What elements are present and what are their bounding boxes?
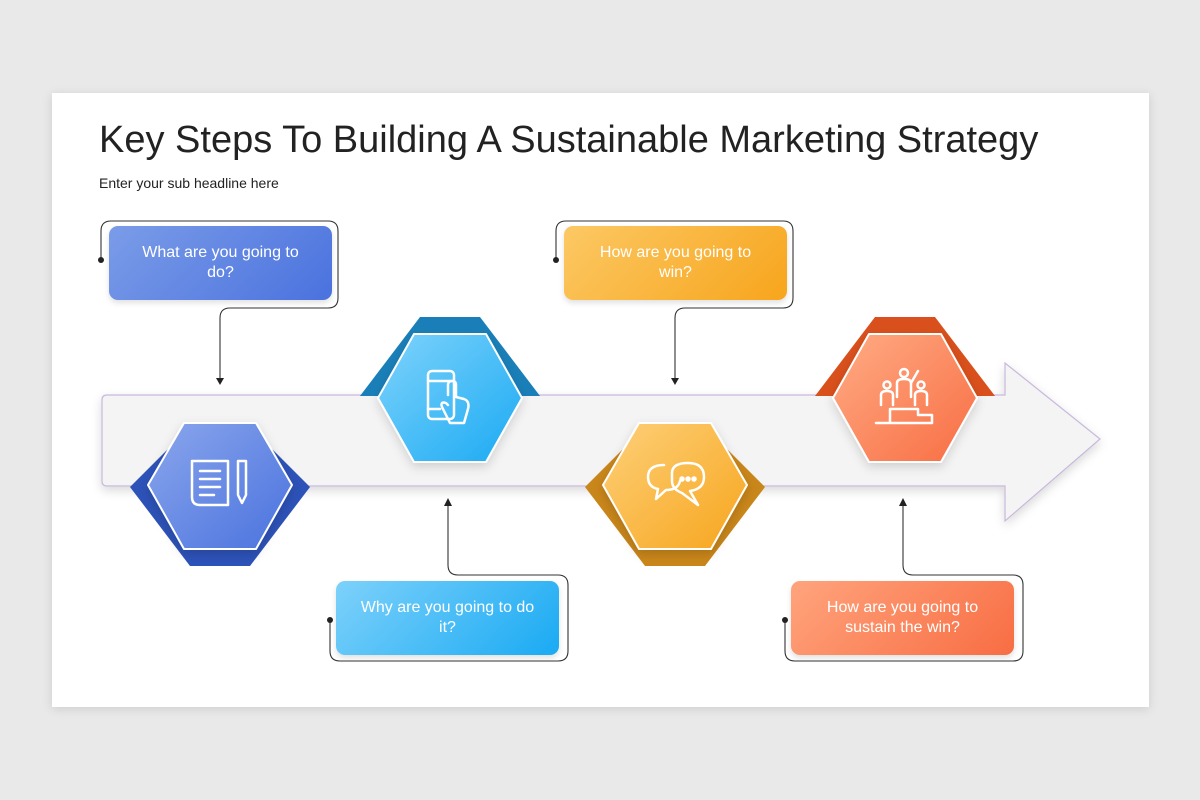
- document-pencil-icon: [190, 459, 248, 507]
- chat-bubbles-icon: [646, 461, 706, 507]
- step-1-hexagon: [130, 422, 310, 566]
- step-3-callout: How are you going to win?: [564, 226, 787, 300]
- slide: Key Steps To Building A Sustainable Mark…: [52, 93, 1149, 707]
- page-title: Key Steps To Building A Sustainable Mark…: [99, 119, 1039, 161]
- process-diagram: [98, 220, 1101, 662]
- page-subtitle: Enter your sub headline here: [99, 175, 279, 191]
- step-4-hexagon: [815, 317, 995, 463]
- step-2-callout: Why are you going to do it?: [336, 581, 559, 655]
- connector-lines: [100, 220, 1024, 662]
- podium-people-icon: [874, 367, 934, 425]
- smartphone-touch-icon: [426, 369, 470, 425]
- step-1-callout: What are you going to do?: [109, 226, 332, 300]
- step-2-hexagon: [360, 317, 540, 463]
- step-4-callout: How are you going to sustain the win?: [791, 581, 1014, 655]
- connector-endpoints: [98, 257, 907, 623]
- step-3-hexagon: [585, 422, 765, 566]
